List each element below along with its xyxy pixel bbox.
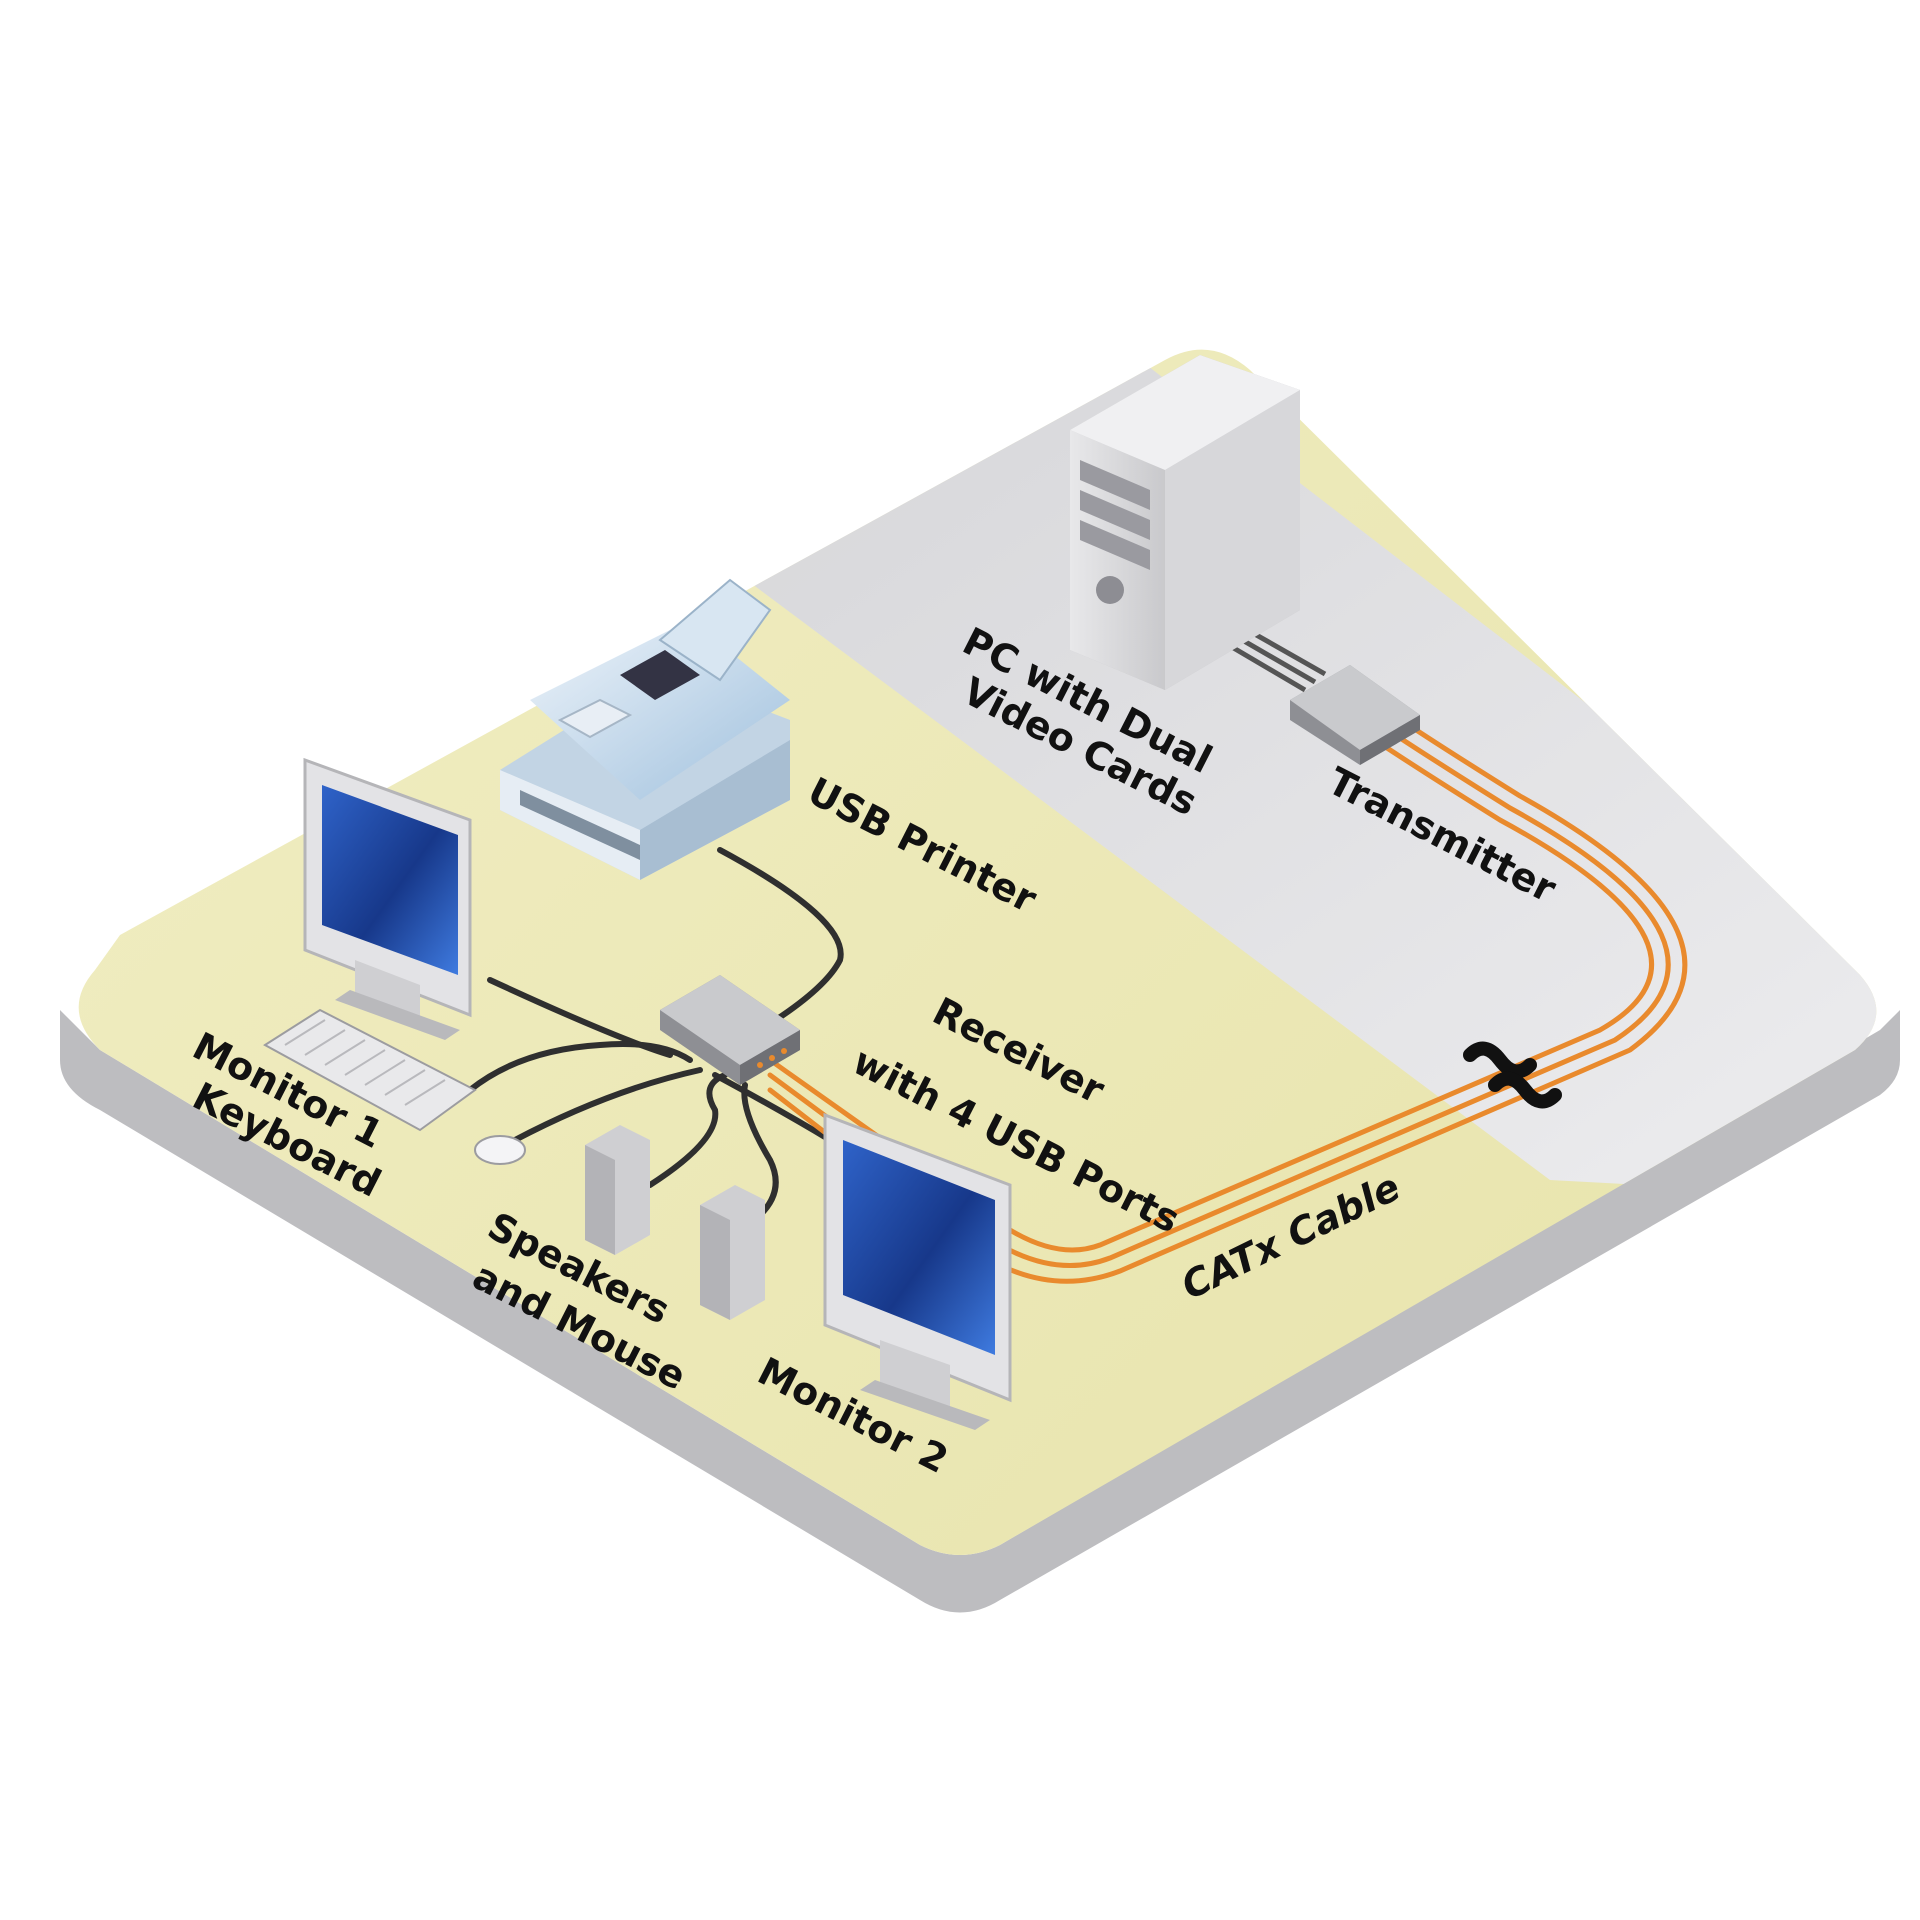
device-cables <box>467 847 844 1233</box>
cable-monitor1 <box>487 977 673 1058</box>
mouse-icon <box>474 1135 526 1165</box>
catx-cable-1 <box>767 737 1654 1253</box>
speaker-1-icon <box>585 1125 650 1255</box>
keyboard-icon <box>263 1008 477 1132</box>
monitor-1-icon <box>303 757 472 1040</box>
cable-speaker1 <box>647 1072 728 1188</box>
monitor-2-icon <box>823 1112 1012 1430</box>
platform-right-zone <box>720 360 1877 1200</box>
receiver-box-icon <box>660 975 800 1085</box>
cable-printer <box>717 847 844 1033</box>
cable-mouse <box>512 1067 703 1143</box>
speaker-2-icon <box>700 1185 765 1320</box>
catx-cables <box>767 713 1688 1284</box>
catx-cable-3 <box>767 713 1688 1284</box>
cable-keyboard <box>467 1041 693 1093</box>
cable-break-icon <box>1463 1041 1562 1109</box>
tower-pc-icon <box>1070 355 1300 690</box>
transmitter-box-icon <box>1290 665 1420 765</box>
cable-monitor2 <box>712 1072 833 1143</box>
printer-icon <box>500 578 790 880</box>
catx-cable-2 <box>767 725 1671 1269</box>
